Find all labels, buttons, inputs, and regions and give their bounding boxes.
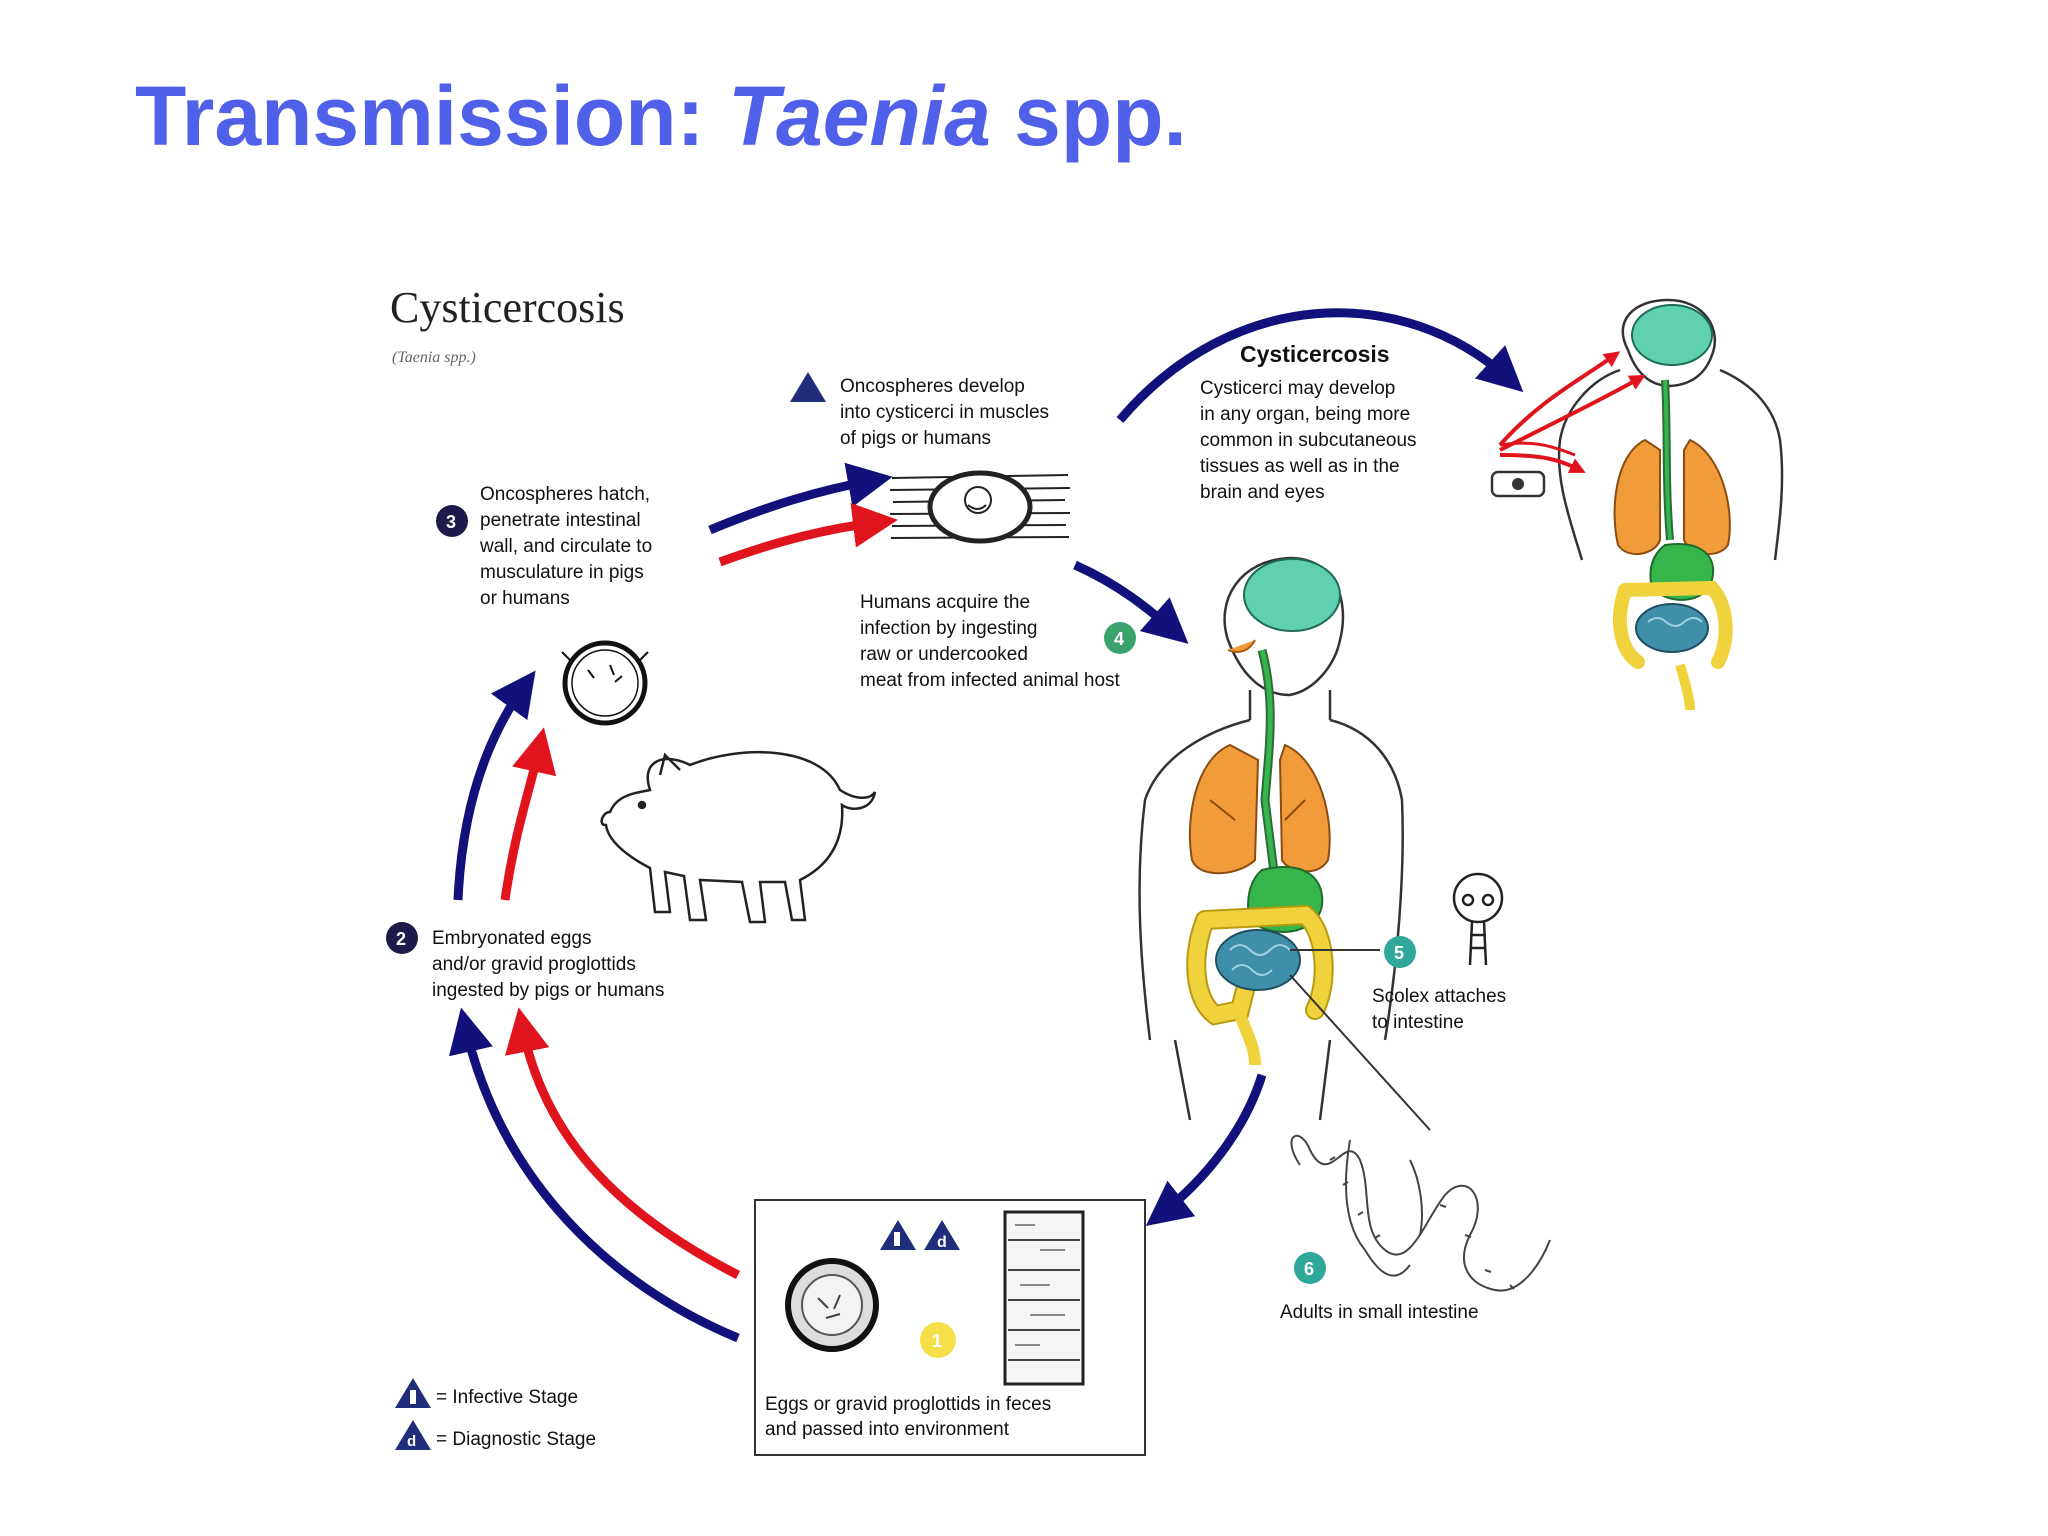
small-intestine — [1215, 929, 1301, 991]
human-body-illustration — [1138, 556, 1404, 1121]
step-6-marker: 6 — [1294, 1252, 1326, 1284]
step-6-label: Adults in small intestine — [1280, 1302, 1479, 1323]
step-3-label: Oncospheres hatch, penetrate intestinal … — [479, 484, 657, 609]
svg-text:= Diagnostic Stage: = Diagnostic Stage — [436, 1429, 596, 1450]
pig-illustration — [600, 751, 877, 924]
arrow-red-feces-to-step2 — [505, 1007, 741, 1280]
svg-text:d: d — [407, 1433, 416, 1450]
pointer-line-adult — [1289, 974, 1431, 1131]
brain — [1243, 558, 1341, 632]
diagnostic-stage-legend-icon — [395, 1420, 431, 1450]
svg-text:1: 1 — [932, 1331, 942, 1351]
step-2-label: Embryonated eggs and/or gravid proglotti… — [432, 928, 664, 1001]
oncosphere-develop-label: Oncospheres develop into cysticerci in m… — [840, 376, 1054, 449]
legend-infective: = Infective Stage — [395, 1378, 578, 1408]
infective-stage-triangle-icon — [790, 372, 826, 402]
svg-text:5: 5 — [1394, 943, 1404, 963]
left-lung — [1188, 743, 1260, 875]
arrow-blue-muscle-to-cysticercosis — [1116, 308, 1524, 423]
cycle-arrows — [449, 308, 1524, 1343]
eye-cyst-icon — [1490, 470, 1546, 498]
arrow-blue-step2-to-step3 — [453, 670, 536, 901]
scolex-illustration — [1452, 872, 1504, 966]
arrow-blue-step3-to-muscle — [708, 462, 893, 535]
step-5-label: Scolex attaches to intestine — [1372, 986, 1511, 1033]
arrow-red-step2-to-step3 — [500, 727, 557, 901]
right-lung — [1278, 743, 1331, 873]
adult-tapeworm-illustration — [1290, 1134, 1551, 1292]
title-genus: Taenia — [727, 69, 991, 163]
legend-diagnostic: d = Diagnostic Stage — [395, 1420, 596, 1450]
diagram-subtitle: (Taenia spp.) — [392, 349, 476, 366]
arrow-blue-human-to-feces — [1145, 1073, 1267, 1227]
oncosphere-illustration — [561, 640, 649, 726]
step-3-marker: 3 — [436, 505, 468, 537]
diagram-title: Cysticercosis — [390, 283, 625, 332]
title-prefix: Transmission: — [135, 69, 728, 163]
cysticercosis-body-illustration — [1498, 298, 1784, 711]
cysticercosis-note: Cysticerci may develop in any organ, bei… — [1200, 378, 1422, 503]
svg-text:= Infective Stage: = Infective Stage — [436, 1387, 578, 1408]
slide-title: Transmission: Taenia spp. — [135, 68, 1187, 165]
arrow-red-step3-to-muscle — [718, 502, 898, 567]
step-4-label: Humans acquire the infection by ingestin… — [860, 592, 1121, 691]
step-1-label: Eggs or gravid proglottids in feces and … — [765, 1394, 1057, 1440]
svg-text:3: 3 — [446, 512, 456, 532]
step-1-marker: 1 — [920, 1322, 956, 1358]
legend: = Infective Stage d = Diagnostic Stage — [395, 1378, 596, 1450]
cysticercosis-heading: Cysticercosis — [1240, 341, 1390, 367]
svg-text:d: d — [937, 1234, 947, 1251]
svg-text:4: 4 — [1114, 629, 1124, 649]
feces-box: d — [754, 1199, 1146, 1456]
step-4-marker: 4 — [1104, 622, 1136, 654]
arrow-blue-feces-to-step2 — [449, 1007, 740, 1343]
arrow-blue-muscle-to-human — [1073, 560, 1189, 644]
svg-text:2: 2 — [396, 929, 406, 949]
title-suffix: spp. — [990, 69, 1187, 163]
step-2-marker: 2 — [386, 922, 418, 954]
step-5-marker: 5 — [1384, 936, 1416, 968]
svg-text:6: 6 — [1304, 1259, 1314, 1279]
muscle-cysticercus-illustration — [889, 470, 1071, 544]
